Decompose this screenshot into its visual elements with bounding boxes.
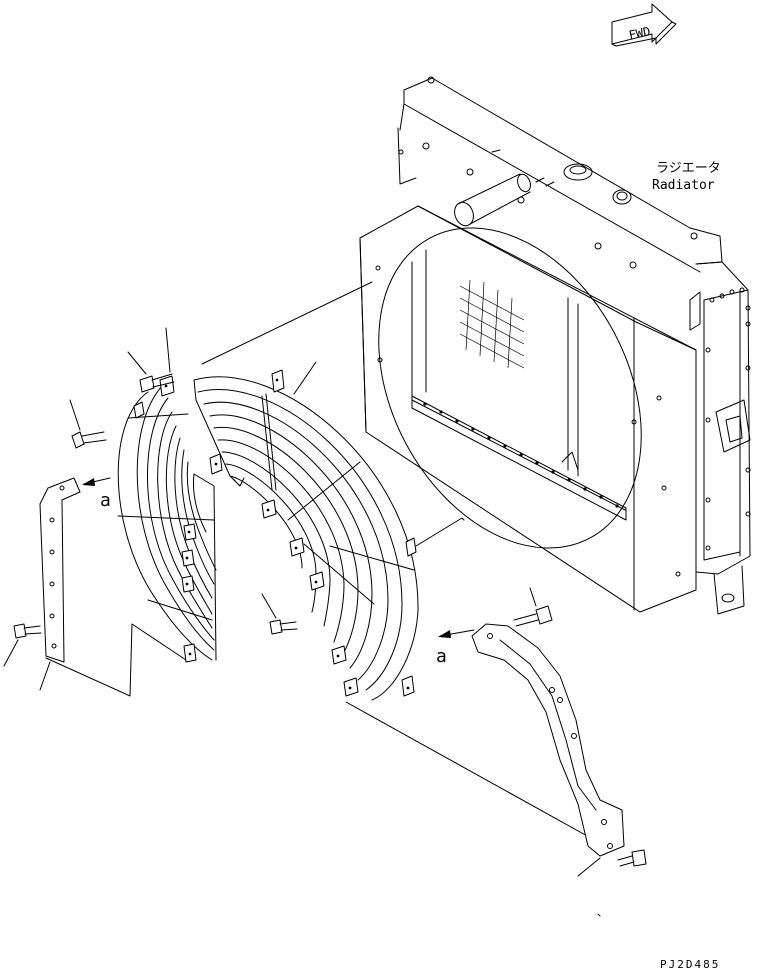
fan-guard-left [117,375,223,663]
right-bracket-stay [471,623,625,857]
drawing-code: PJ2D485 [660,958,720,971]
bolt-icon [71,431,107,449]
bolt-icon [617,849,647,867]
bolt-icon [513,605,553,627]
bolt-icon [13,623,42,639]
bottom-rail-bolts [423,402,619,508]
radiator-assembly [359,76,751,615]
ref-mark-left: a [100,490,111,511]
bolt-icon [269,619,298,635]
callout-leaders [3,327,601,917]
ref-mark-right: a [436,646,447,667]
fwd-arrow-icon: FWD [611,3,677,47]
side-tank-bolts [705,287,751,551]
radiator-label-en: Radiator [652,178,715,193]
bolt-icon [139,373,175,393]
left-bracket-plate [39,477,81,663]
radiator-label-jp: ラジエータ [656,161,721,176]
reference-arrow-icon [82,477,111,486]
fan-guard-right [193,369,419,701]
fwd-label: FWD [628,24,652,42]
reference-arrow-icon [438,629,475,638]
